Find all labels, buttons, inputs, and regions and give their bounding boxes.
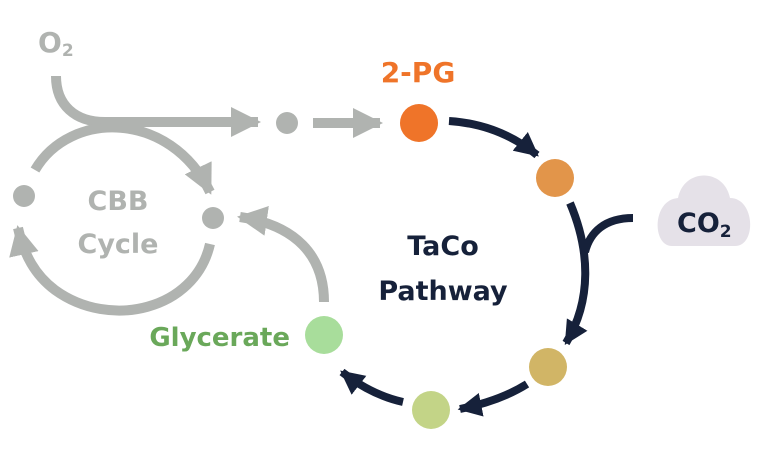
node-glycerate	[305, 316, 343, 354]
2pg-label: 2-PG	[381, 56, 456, 89]
o2-input-arrow	[51, 75, 261, 137]
node-2pg	[400, 104, 438, 142]
node-3	[529, 348, 567, 386]
co2-label: CO2	[677, 208, 732, 242]
node-2	[536, 159, 574, 197]
o2-label: O2	[38, 26, 74, 61]
cbb-top-arc-arrow	[30, 122, 215, 195]
cbb-node-right	[202, 207, 224, 229]
taco-arrow-4	[339, 368, 404, 406]
cbb-cycle	[9, 75, 383, 316]
taco-label-line2: Pathway	[378, 276, 508, 307]
co2-input-branch	[581, 214, 634, 254]
co2-cloud: CO2	[657, 175, 751, 246]
taco-arrow-3	[457, 380, 530, 417]
taco-label-line1: TaCo	[407, 231, 479, 262]
cbb-bottom-arc-arrow	[9, 225, 215, 316]
cloud-icon	[657, 175, 751, 246]
glycerate-label: Glycerate	[149, 323, 290, 353]
cbb-label-line1: CBB	[88, 186, 149, 217]
glycerate-return-arrow	[237, 206, 329, 303]
taco-pathway	[339, 117, 634, 417]
taco-arrow-2	[562, 201, 590, 346]
cbb-label-line2: Cycle	[78, 229, 159, 260]
taco-arrow-1	[448, 117, 540, 159]
node-4	[412, 391, 450, 429]
intermediate-node	[276, 112, 298, 134]
cbb-node-left	[13, 185, 35, 207]
